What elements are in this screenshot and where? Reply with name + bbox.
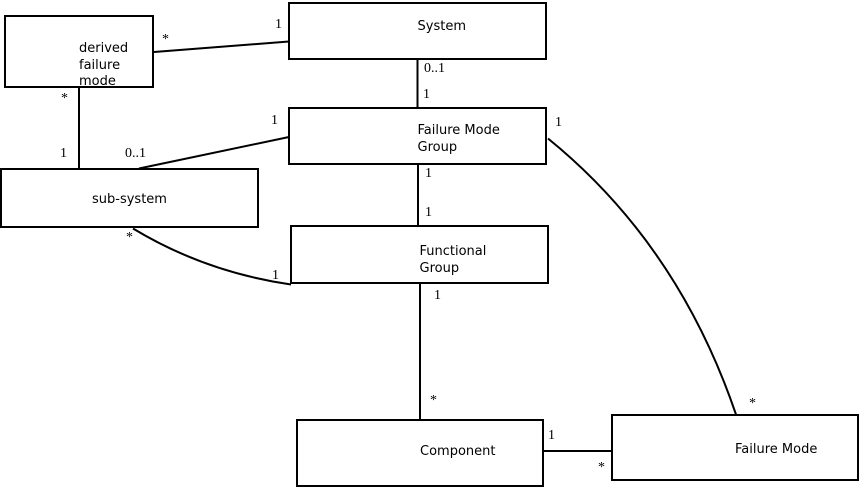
mult-fmgroup-subsystem-source: 1 bbox=[271, 113, 278, 128]
node-derived-failure-mode[interactable]: derived failure mode bbox=[4, 15, 154, 89]
mult-fmgroup-failuremode-target: * bbox=[749, 396, 756, 411]
node-derived-failure-mode-label: derived failure mode bbox=[79, 41, 129, 89]
edge-failure-mode-group-sub-system bbox=[138, 136, 290, 170]
edge-sub-system-functional-group bbox=[132, 227, 292, 286]
mult-system-derived-source: 1 bbox=[275, 17, 282, 32]
mult-system-fmgroup-source: 0..1 bbox=[424, 61, 445, 76]
edge-system-derived-failure-mode bbox=[153, 40, 290, 53]
mult-component-failuremode-target: * bbox=[598, 460, 605, 475]
mult-derived-subsystem-source: * bbox=[61, 91, 68, 106]
node-functional-group-label: Functional Group bbox=[419, 244, 487, 276]
mult-system-fmgroup-target: 1 bbox=[423, 87, 430, 102]
mult-fmgroup-failuremode-source: 1 bbox=[555, 115, 562, 130]
node-system-label: System bbox=[417, 19, 466, 34]
mult-derived-subsystem-target: 1 bbox=[60, 146, 67, 161]
node-failure-mode-label: Failure Mode bbox=[735, 442, 818, 457]
edge-failure-mode-group-failure-mode bbox=[547, 137, 737, 415]
node-sub-system[interactable]: sub-system bbox=[0, 168, 259, 228]
node-system[interactable]: System bbox=[288, 2, 547, 60]
mult-subsystem-funcgroup-source: * bbox=[126, 230, 133, 245]
mult-funcgroup-component-target: * bbox=[430, 393, 437, 408]
node-functional-group[interactable]: Functional Group bbox=[290, 225, 549, 284]
mult-fmgroup-funcgroup-source: 1 bbox=[425, 166, 432, 181]
node-component-label: Component bbox=[420, 444, 496, 459]
node-component[interactable]: Component bbox=[296, 419, 544, 487]
mult-subsystem-funcgroup-target: 1 bbox=[272, 268, 279, 283]
mult-system-derived-target: * bbox=[162, 32, 169, 47]
mult-fmgroup-subsystem-target: 0..1 bbox=[125, 146, 146, 161]
mult-fmgroup-funcgroup-target: 1 bbox=[425, 205, 432, 220]
node-failure-mode-group-label: Failure Mode Group bbox=[417, 123, 500, 155]
mult-component-failuremode-source: 1 bbox=[548, 428, 555, 443]
node-failure-mode[interactable]: Failure Mode bbox=[611, 414, 859, 481]
node-sub-system-label: sub-system bbox=[92, 192, 167, 207]
node-failure-mode-group[interactable]: Failure Mode Group bbox=[288, 107, 547, 165]
mult-funcgroup-component-source: 1 bbox=[434, 288, 441, 303]
